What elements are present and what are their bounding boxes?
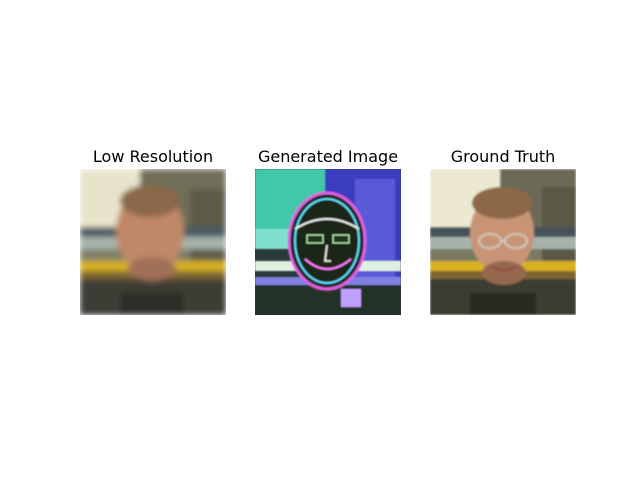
panel-title-generated-image: Generated Image [257, 147, 399, 166]
low-resolution-face-image [80, 169, 226, 315]
generated-face-image [255, 169, 401, 315]
panel-generated-image: Generated Image [255, 144, 401, 315]
panel-title-low-resolution: Low Resolution [92, 147, 214, 166]
ground-truth-face-image [430, 169, 576, 315]
panel-ground-truth: Ground Truth [430, 144, 576, 315]
panel-title-ground-truth: Ground Truth [450, 147, 556, 166]
panel-low-resolution: Low Resolution [80, 144, 226, 315]
